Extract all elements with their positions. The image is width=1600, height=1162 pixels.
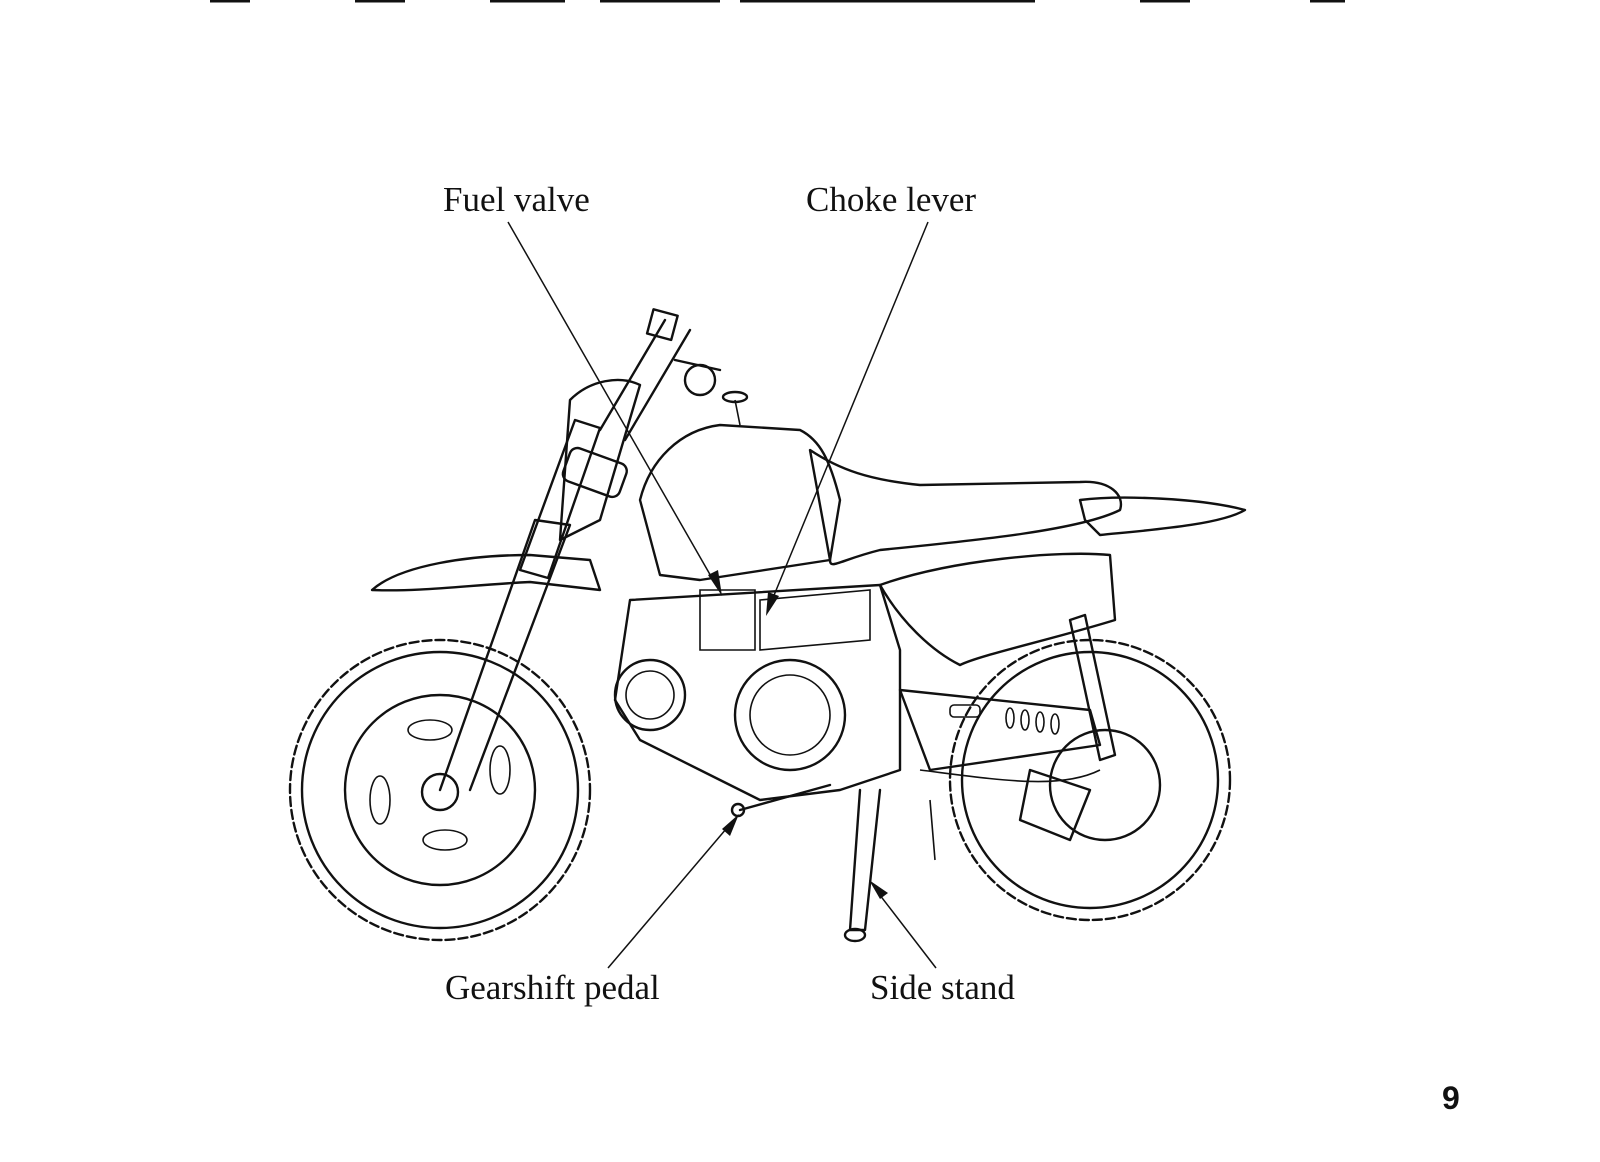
rear-fender xyxy=(1078,496,1247,537)
arrow-fuel-valve xyxy=(708,570,722,596)
engine xyxy=(613,583,902,802)
callout-choke-lever: Choke lever xyxy=(806,180,977,219)
front-fender xyxy=(370,553,602,592)
side-stand-part xyxy=(848,788,882,932)
callout-side-stand: Side stand xyxy=(870,968,1015,1007)
leader-gearshift-pedal xyxy=(607,821,733,969)
arrow-side-stand xyxy=(869,880,888,899)
number-plate xyxy=(558,378,642,542)
fuel-tank xyxy=(638,423,842,582)
leader-choke-lever xyxy=(769,221,929,606)
gearshift-pedal-part xyxy=(738,783,832,812)
side-cover xyxy=(878,552,1117,667)
rear-wheel xyxy=(948,638,1232,922)
swingarm xyxy=(898,688,1102,772)
chain-guard xyxy=(1018,768,1092,842)
callout-gearshift-pedal: Gearshift pedal xyxy=(445,968,660,1007)
callout-fuel-valve: Fuel valve xyxy=(443,180,590,219)
leader-side-stand xyxy=(875,889,937,969)
leader-fuel-valve xyxy=(507,221,717,586)
front-fork xyxy=(438,308,722,792)
rear-shock xyxy=(1068,613,1117,762)
leader-lines xyxy=(507,221,937,969)
arrow-choke-lever xyxy=(766,592,779,616)
front-wheel xyxy=(288,638,592,942)
arrow-gearshift-pedal xyxy=(722,814,739,836)
page-number: 9 xyxy=(1442,1080,1460,1116)
top-crop-marks xyxy=(210,0,1345,3)
seat xyxy=(808,448,1123,566)
